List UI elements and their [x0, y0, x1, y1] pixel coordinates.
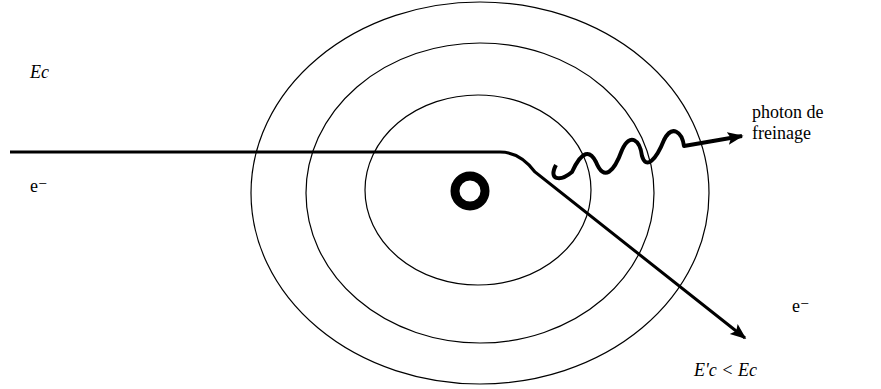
kinetic-energy-label: Ec [30, 62, 49, 83]
photon-label: photon de freinage [752, 102, 862, 143]
nucleus [455, 176, 485, 206]
electron-label: e⁻ [792, 296, 810, 317]
middle-shell [306, 43, 654, 343]
nucleus-plus [463, 184, 477, 198]
photon-wave [553, 131, 742, 178]
final-energy-label: E'c < Ec [694, 360, 757, 381]
electron-path [10, 152, 745, 338]
electron-label: e⁻ [30, 176, 48, 197]
outer-shell [251, 2, 709, 384]
